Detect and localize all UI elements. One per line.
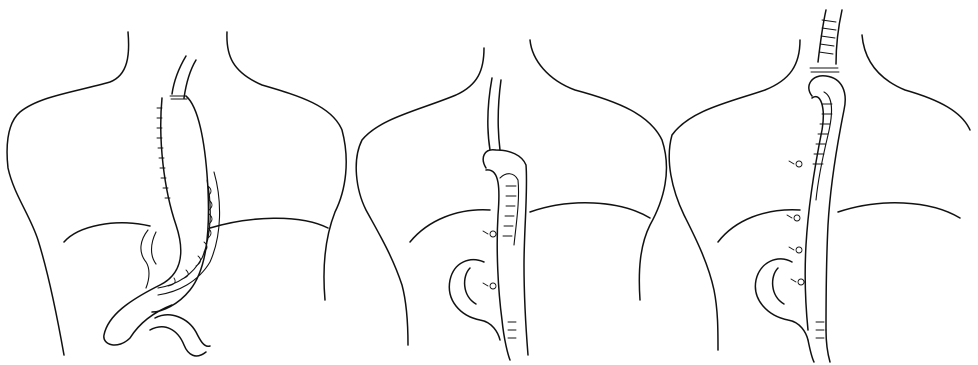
esophagus (488, 78, 492, 150)
stomach-remnant (755, 259, 808, 340)
torso-outline-left (7, 32, 129, 355)
torso-outline-right (862, 35, 970, 130)
diaphragm-right (838, 203, 960, 218)
panel-2 (356, 40, 666, 360)
panel-1 (7, 32, 346, 356)
torso-outline-left (356, 48, 484, 345)
diaphragm-left (718, 210, 800, 242)
panel-3 (669, 10, 970, 362)
diaphragm-right (210, 218, 328, 228)
torso-outline-right (530, 40, 666, 300)
diaphragm-left (64, 223, 150, 242)
torso-outline-right (227, 32, 346, 300)
diaphragm-left (410, 210, 490, 242)
esophagus-stump (172, 56, 186, 94)
torso-outline-left (669, 40, 800, 350)
diaphragm-right (530, 203, 650, 218)
stomach-remnant (449, 260, 500, 340)
